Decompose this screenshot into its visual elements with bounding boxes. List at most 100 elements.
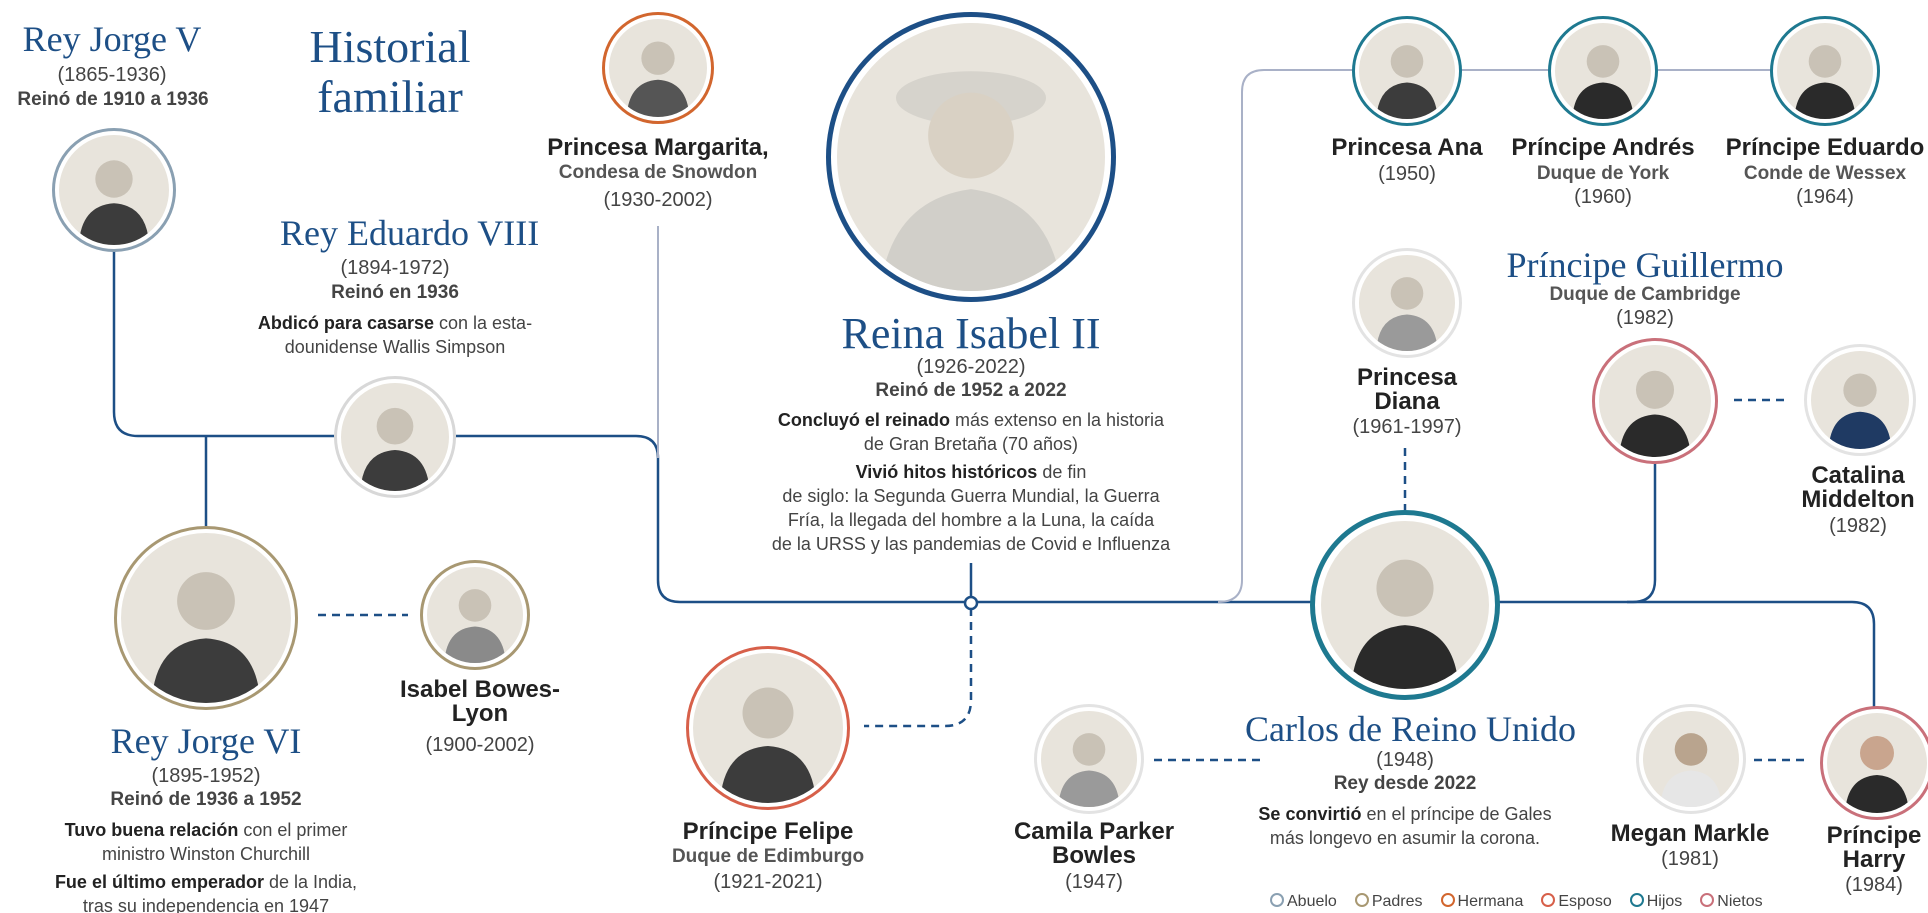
legend-item: Nietos [1700,893,1763,911]
page-title-line1: Historial [309,21,471,72]
line-carlos-to-guillermo [1627,458,1657,604]
felipe-portrait [686,646,850,810]
andres-years: (1960) [1574,186,1632,208]
margarita-name: Princesa Margarita, [547,134,769,161]
guillermo-name: Príncipe Guillermo [1506,245,1784,285]
isabel-ii-years: (1926-2022) [916,356,1026,378]
jorge-v-name: Rey Jorge V [22,19,202,59]
legend-ring-icon [1270,893,1284,907]
carlos-portrait [1310,510,1500,700]
person-silhouette-icon [59,135,169,245]
legend-ring-icon [1629,893,1644,907]
harry-name: Príncipe Harry [1826,822,1922,873]
person-silhouette-icon [1643,711,1739,807]
harry-years: (1984) [1845,874,1903,896]
jorge-vi-reign: Reinó de 1936 a 1952 [110,789,302,810]
eduardo-portrait [1770,16,1880,126]
legend-label: Padres [1371,893,1423,910]
person-silhouette-icon [1359,23,1455,119]
legend-label: Nietos [1717,893,1763,910]
carlos-reign: Rey desde 2022 [1333,773,1477,794]
ana-years: (1950) [1378,163,1436,185]
legend-ring-icon [1354,893,1369,907]
harry-portrait [1820,706,1928,820]
felipe-title: Duque de Edimburgo [671,846,865,867]
legend-label: Hijos [1646,893,1683,910]
jorge-vi-name: Rey Jorge VI [110,721,302,761]
diana-portrait [1352,248,1462,358]
catalina-name: Catalina Middelton [1801,462,1915,513]
jorge-v-years: (1865-1936) [57,64,167,86]
guillermo-title: Duque de Cambridge [1549,284,1741,305]
eduardo-years: (1964) [1796,186,1854,208]
page-title-line2: familiar [317,71,463,122]
eduardo-viii-portrait [334,376,456,498]
isabel-ii-reign: Reinó de 1952 a 2022 [875,380,1067,401]
person-silhouette-icon [1811,351,1909,449]
isabel-bowes-portrait [420,560,530,670]
camila-years: (1947) [1065,871,1123,893]
person-silhouette-icon [1599,345,1711,457]
page-title: Historial familiar [290,22,490,122]
person-silhouette-icon [121,533,291,703]
person-silhouette-icon [427,567,523,663]
carlos-years: (1948) [1376,749,1434,771]
legend-item: Hermana [1440,893,1524,911]
isabel-bowes-years: (1900-2002) [425,734,535,756]
person-silhouette-icon [1827,713,1927,813]
person-silhouette-icon [1359,255,1455,351]
legend-ring-icon [1541,893,1556,907]
person-silhouette-icon [609,19,707,117]
megan-portrait [1636,704,1746,814]
andres-name: Príncipe Andrés [1511,134,1695,161]
legend-label: Abuelo [1287,893,1337,910]
guillermo-years: (1982) [1616,307,1674,329]
line-to-children-top [1217,69,1355,603]
margarita-title: Condesa de Snowdon [558,162,758,183]
ana-name: Princesa Ana [1331,134,1483,161]
jorge-v-portrait [52,128,176,252]
camila-name: Camila Parker Bowles [1013,818,1175,869]
catalina-portrait [1804,344,1916,456]
diana-name: Princesa Diana [1356,364,1458,415]
person-silhouette-icon [693,653,843,803]
eduardo-viii-description: Abdicó para casarse con la esta- dounide… [257,313,533,357]
legend-item: Esposo [1541,893,1612,911]
isabel-ii-portrait [826,12,1116,302]
eduardo-title: Conde de Wessex [1743,163,1907,184]
isabel-ii-name: Reina Isabel II [841,309,1101,358]
color-legend: Abuelo Padres Hermana Esposo Hijos Nietos [1270,893,1781,911]
andres-portrait [1548,16,1658,126]
legend-item: Hijos [1629,893,1683,911]
megan-years: (1981) [1661,848,1719,870]
legend-label: Hermana [1457,893,1524,910]
guillermo-portrait [1592,338,1718,464]
person-silhouette-icon [1321,521,1489,689]
legend-label: Esposo [1558,893,1612,910]
jorge-vi-years: (1895-1952) [151,765,261,787]
felipe-years: (1921-2021) [713,871,823,893]
ana-portrait [1352,16,1462,126]
eduardo-viii-reign: Reinó en 1936 [331,282,459,303]
jorge-v-reign: Reinó de 1910 a 1936 [17,89,209,110]
catalina-years: (1982) [1829,515,1887,537]
carlos-description: Se convirtió en el príncipe de Gales más… [1258,804,1552,848]
margarita-years: (1930-2002) [603,189,713,211]
eduardo-viii-years: (1894-1972) [340,257,450,279]
person-silhouette-icon [1041,711,1137,807]
legend-ring-icon [1700,893,1715,907]
dashed-isabel-felipe [864,608,973,728]
person-silhouette-icon [1555,23,1651,119]
person-silhouette-icon [837,23,1105,291]
person-silhouette-icon [1777,23,1873,119]
person-silhouette-icon [341,383,449,491]
line-jorge-v-to-branch [112,250,334,438]
legend-ring-icon [1440,893,1455,907]
megan-name: Megan Markle [1610,820,1770,847]
diana-years: (1961-1997) [1352,416,1462,438]
isabel-bowes-name: Isabel Bowes- Lyon [399,676,561,727]
isabel-ii-description: Concluyó el reinado más extenso en la hi… [771,410,1171,554]
camila-portrait [1034,704,1144,814]
